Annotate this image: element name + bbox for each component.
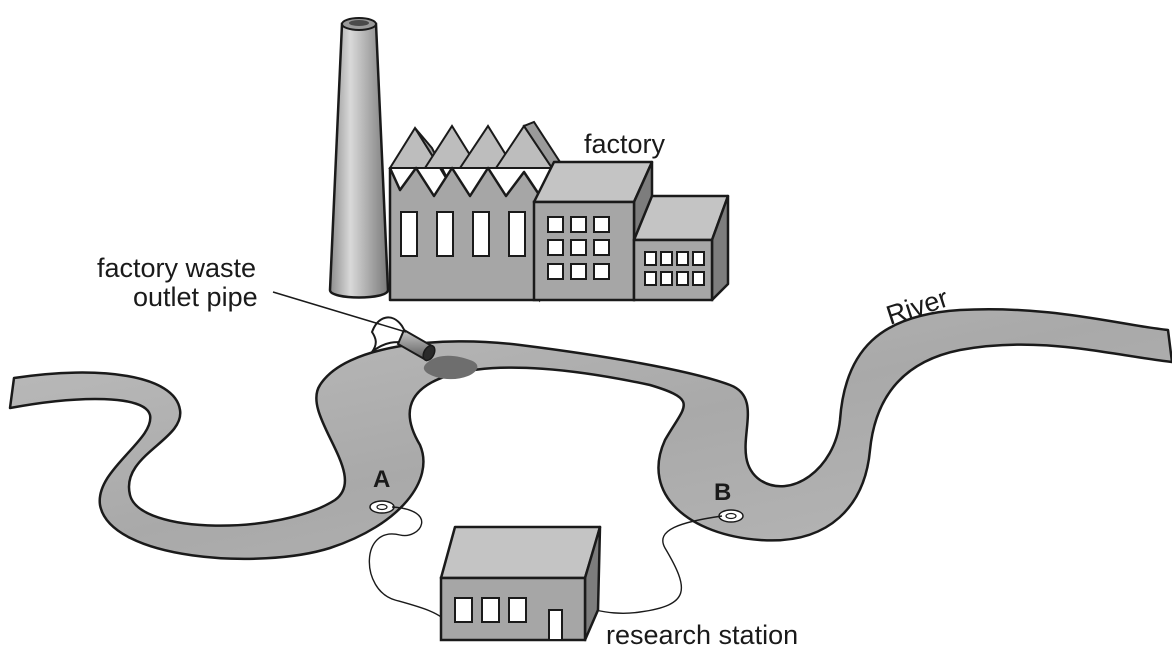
point-a-label: A (373, 466, 391, 493)
waste-outlet-pipe (370, 316, 436, 362)
pipe-leader-line (272, 291, 407, 333)
pipe-label-line2: outlet pipe (133, 282, 258, 312)
station-label: research station (606, 620, 799, 650)
cable-a (368, 506, 451, 626)
factory-label: factory (584, 129, 666, 159)
factory-small-block (632, 194, 730, 302)
pipe-label-line1: factory waste (97, 253, 257, 283)
chimney (328, 17, 390, 299)
cable-b (594, 515, 723, 614)
river (8, 307, 1172, 561)
research-station (439, 525, 602, 642)
pollution-patch (423, 355, 478, 380)
sampling-point-b (718, 509, 744, 523)
river-body (8, 307, 1172, 561)
sampling-point-a (369, 500, 395, 514)
point-b-label: B (714, 479, 732, 506)
